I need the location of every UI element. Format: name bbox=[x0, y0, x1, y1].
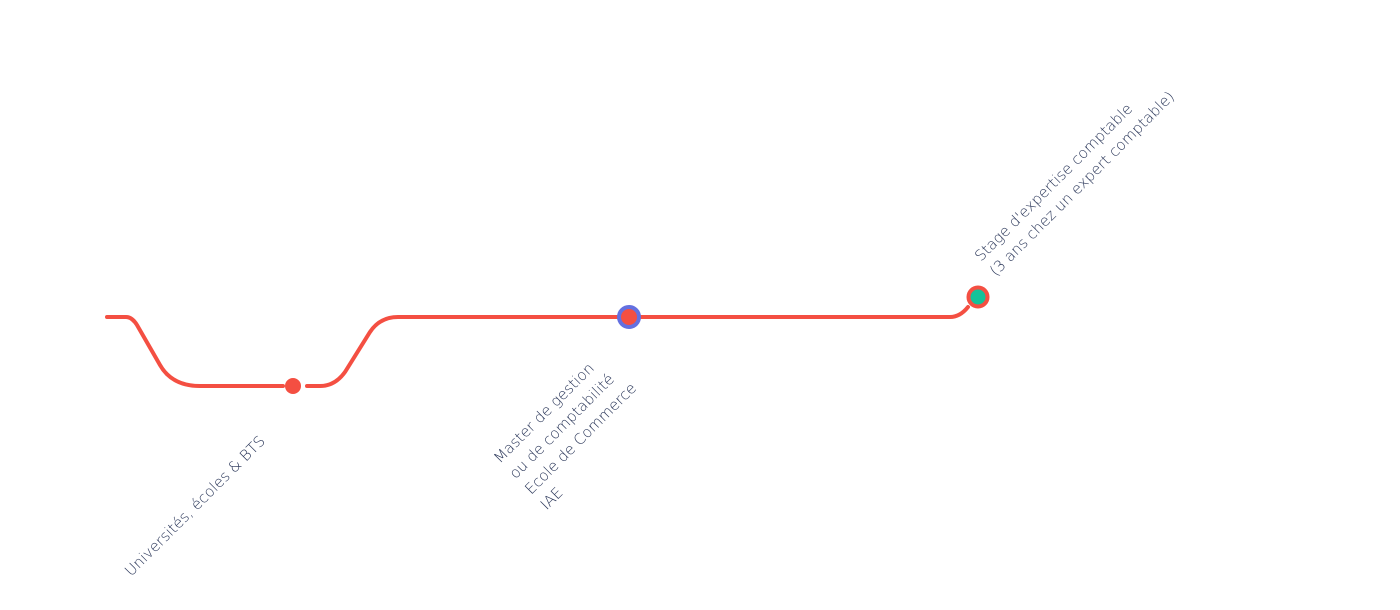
step-dot-stage[interactable] bbox=[966, 285, 990, 309]
label-line: Stage d'expertise comptable bbox=[971, 100, 1136, 265]
label-line: Universités, écoles & BTS bbox=[121, 432, 269, 580]
label-line: (3 ans chez un expert comptable) bbox=[986, 88, 1178, 280]
label-master: Master de gestion ou de comptabilité Eco… bbox=[490, 359, 640, 513]
path-line bbox=[105, 315, 285, 388]
label-stage: Stage d'expertise comptable (3 ans chez … bbox=[971, 88, 1178, 280]
path-line bbox=[305, 305, 970, 388]
step-dot-master[interactable] bbox=[617, 305, 641, 329]
step-dot-universites[interactable] bbox=[285, 378, 301, 394]
label-universites: Universités, écoles & BTS bbox=[121, 432, 269, 580]
